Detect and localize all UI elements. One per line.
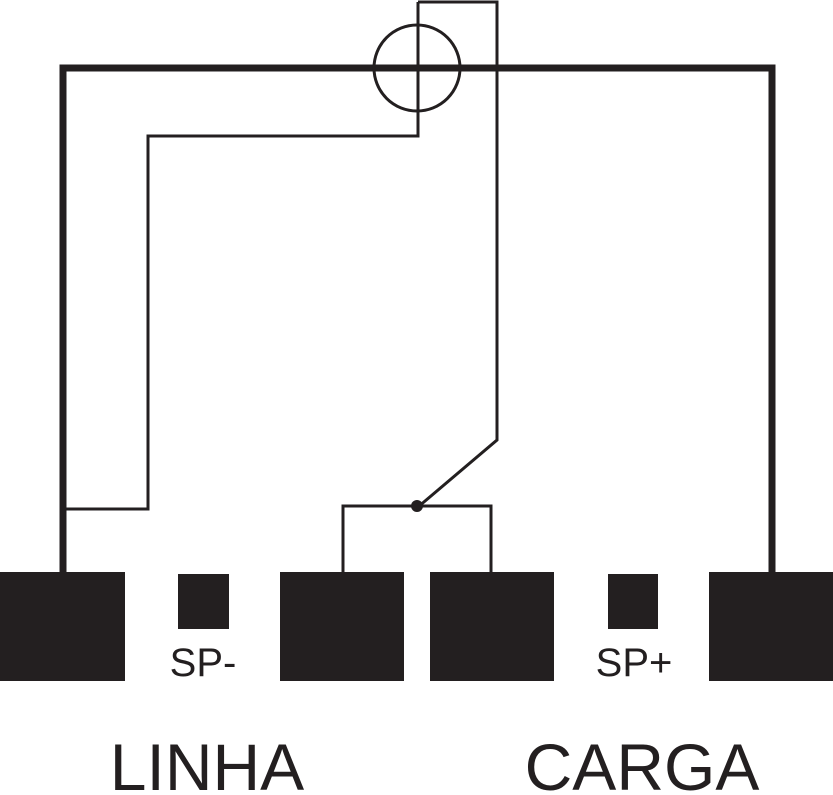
switch-feed-wire xyxy=(417,0,499,509)
terminal-middle-left xyxy=(280,572,404,681)
sp-plus-label: SP+ xyxy=(596,641,673,685)
main-loop-wire xyxy=(59,64,776,575)
inner-left-wire xyxy=(63,2,420,511)
terminal-sp-minus xyxy=(178,574,229,629)
terminal-linha-1 xyxy=(0,572,125,681)
terminal-sp-plus xyxy=(608,574,658,629)
junction-dot-icon xyxy=(411,500,423,512)
terminal-middle-right xyxy=(430,572,554,681)
carga-label: CARGA xyxy=(525,730,760,795)
terminal-carga-1 xyxy=(709,572,833,681)
sp-minus-label: SP- xyxy=(170,641,237,685)
middle-bracket-wire xyxy=(341,504,493,575)
current-sensor-icon xyxy=(372,23,462,113)
linha-label: LINHA xyxy=(110,730,304,795)
